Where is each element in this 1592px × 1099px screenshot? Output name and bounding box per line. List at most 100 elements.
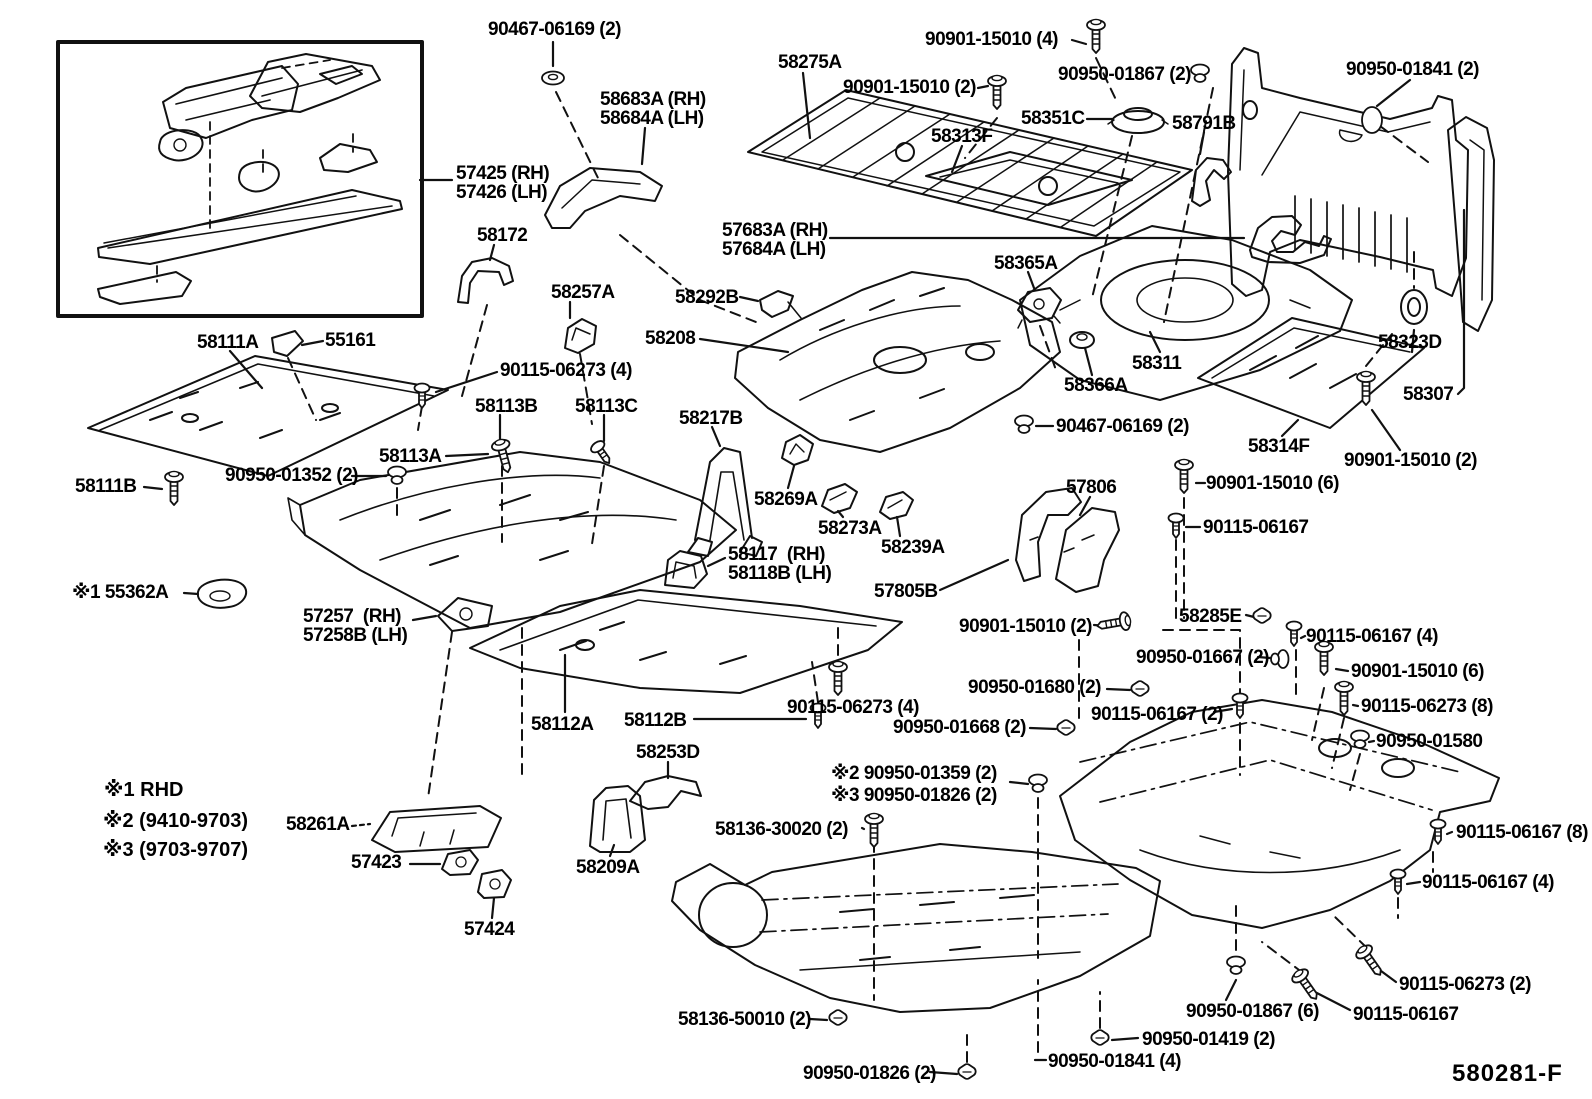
part-label-90901-15010-4: 90901-15010 (4) [925,29,1059,50]
leader-lines [142,38,1466,1076]
part-label-57805b: 57805B [874,581,938,602]
part-label-90115-06167: 90115-06167 [1203,517,1309,538]
clip-58269a-art [781,434,814,466]
part-label-90950-01359: ※2 90950-01359 (2) [831,763,997,784]
strip-58313f-art [925,151,1133,206]
bracket-58117-art [664,550,708,589]
part-label-58113a: 58113A [379,446,442,467]
part-label-58269a: 58269A [754,489,818,510]
ring-icon [1361,106,1383,134]
part-label-90950-01826: ※3 90950-01826 (2) [831,785,997,806]
part-label-58311: 58311 [1132,353,1182,374]
bolt-icon [987,74,1007,110]
part-label-58275a: 58275A [778,52,842,73]
part-label-58136-50010: 58136-50010 (2) [678,1009,812,1030]
part-label-57425: 57425 (RH) [456,163,550,184]
legend-note-9410-9703: ※2 (9410-9703) [103,810,249,832]
part-label-90901-15010-2c: 90901-15010 (2) [959,616,1093,637]
part-label-58273a: 58273A [818,518,882,539]
screw-icon [1231,692,1249,719]
clip-icon [957,1063,977,1080]
part-label-58136-30020: 58136-30020 (2) [715,819,849,840]
bracket-58253d-art [629,775,702,810]
part-label-90950-01680: 90950-01680 (2) [968,677,1102,698]
center-floor-pan-art [287,451,737,629]
part-label-90950-01668: 90950-01668 (2) [893,717,1027,738]
bracket-58292b-art [759,290,802,319]
part-label-90950-01841-2: 90950-01841 (2) [1346,59,1480,80]
part-label-90950-01826-b: 90950-01826 (2) [803,1063,937,1084]
part-label-90950-01352: 90950-01352 (2) [225,465,359,486]
bolt-icon [1334,680,1354,716]
part-label-90115-06273-4: 90115-06273 (4) [500,360,632,381]
grommet-icon [1350,729,1370,749]
bracket-57424-art [477,869,512,899]
front-floor-cover-58112a-art [469,589,903,694]
part-label-90950-01419: 90950-01419 (2) [1142,1029,1276,1050]
v-bracket-58217b-art [687,447,763,557]
bolt-icon [1174,458,1194,494]
nut-58351c-art [1107,107,1169,134]
bolt-icon [864,812,884,848]
bolt-icon [1086,18,1106,54]
stiffener-58314f-art [1197,317,1425,429]
part-label-58113b: 58113B [475,396,538,417]
part-label-90115-06273-2: 90115-06273 (2) [1399,974,1531,995]
grommet-icon [1190,63,1210,83]
clip-icon [1130,680,1150,697]
part-label-58112b: 58112B [624,710,687,731]
legend-note-rhd: ※1 RHD [104,779,184,801]
part-label-90950-01667: 90950-01667 (2) [1136,647,1270,668]
nut-icon [541,70,565,86]
part-label-58314f: 58314F [1248,436,1310,457]
figure-number: 580281-F [1452,1060,1563,1087]
part-label-90115-06167-4: 90115-06167 (4) [1306,626,1438,647]
part-label-57806: 57806 [1066,477,1117,498]
part-label-90950-01580: 90950-01580 [1376,731,1483,752]
part-label-58111a: 58111A [197,332,259,353]
clip-icon [1252,607,1272,624]
part-label-58208: 58208 [645,328,696,349]
hook-57683a-art [1249,215,1332,264]
part-label-58217b: 58217B [679,408,743,429]
part-label-90115-06167-b: 90115-06167 [1353,1004,1459,1025]
part-label-57684a: 57684A (LH) [722,239,826,260]
part-label-58313f: 58313F [931,126,993,147]
clip-icon [1056,719,1076,736]
part-label-90467-06169: 90467-06169 (2) [488,19,622,40]
screw-icon [1285,620,1303,647]
part-label-58684a: 58684A (LH) [600,108,704,129]
part-label-90950-01841-4: 90950-01841 (4) [1048,1051,1182,1072]
bracket-58172-art [457,257,514,304]
bolt-icon [164,470,184,506]
part-label-58209a: 58209A [576,857,640,878]
part-label-58239a: 58239A [881,537,945,558]
rear-floor-pan-58208-art [734,271,1061,453]
legend-note-9703-9707: ※3 (9703-9707) [103,839,249,861]
front-floor-pan-art [87,355,449,477]
part-label-55362a: ※1 55362A [72,582,169,603]
part-label-57683a: 57683A (RH) [722,220,828,241]
part-label-58253d: 58253D [636,742,700,763]
part-label-58112a: 58112A [531,714,594,735]
part-label-58323d: 58323D [1378,332,1442,353]
part-label-57258b: 57258B (LH) [303,625,408,646]
part-label-58261a: 58261A [286,814,350,835]
part-label-58683a: 58683A (RH) [600,89,706,110]
part-label-58118b: 58118B (LH) [728,563,832,584]
part-label-58285e: 58285E [1179,606,1242,627]
bracket-57423-art [441,849,479,876]
part-label-90901-15010-2b: 90901-15010 (2) [1344,450,1478,471]
part-label-58111b: 58111B [75,476,137,497]
part-label-58365a: 58365A [994,253,1058,274]
bracket-58791b-art [1191,157,1232,207]
u-bracket-58209a-art [589,785,646,853]
center-under-cover-art [671,843,1161,1013]
bolt-icon [1352,941,1389,982]
part-label-90901-15010-6b: 90901-15010 (6) [1351,661,1485,682]
part-label-58351c: 58351C [1021,108,1085,129]
part-label-90115-06273-8: 90115-06273 (8) [1361,696,1493,717]
part-label-90115-06167-8: 90115-06167 (8) [1456,822,1588,843]
part-label-57257: 57257 (RH) [303,606,402,627]
